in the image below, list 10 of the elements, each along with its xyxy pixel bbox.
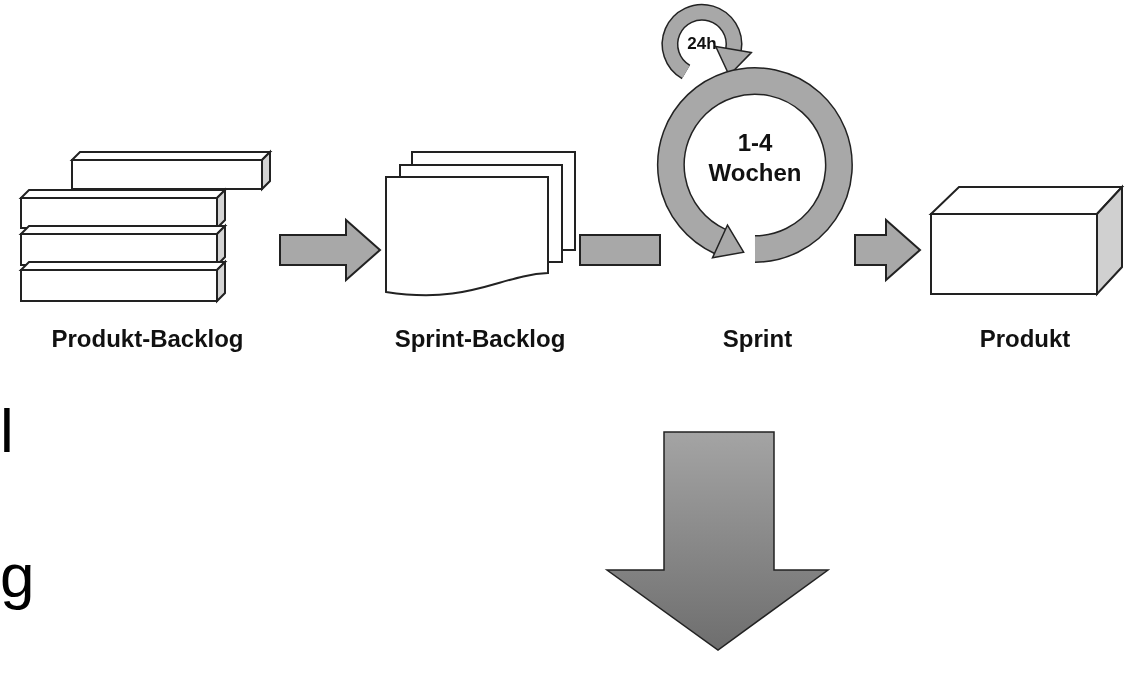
text-fragment: l	[0, 400, 14, 462]
duration-label: 24h	[686, 34, 718, 54]
node-label: Produkt	[978, 325, 1072, 353]
duration-label: 1-4 Wochen	[707, 128, 803, 188]
block-arrow	[279, 217, 382, 283]
node-label: Sprint	[721, 325, 794, 353]
block-arrow	[854, 217, 922, 283]
block-arrow	[579, 234, 661, 266]
node-label: Sprint-Backlog	[393, 325, 567, 353]
node-label: Produkt-Backlog	[50, 325, 245, 353]
